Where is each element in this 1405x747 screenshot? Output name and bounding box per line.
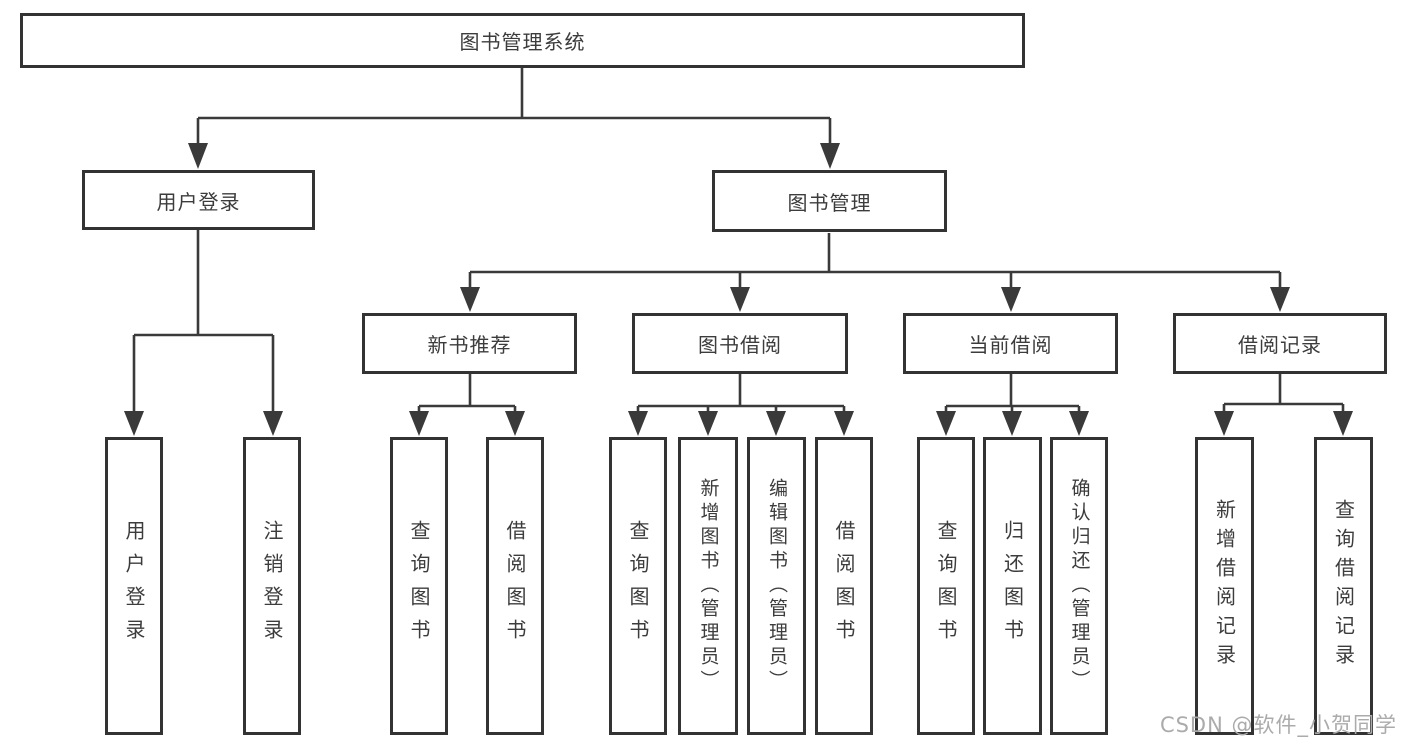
leaf-borrow-books: 借阅图书 bbox=[815, 437, 873, 735]
node-new-book-recommend: 新书推荐 bbox=[362, 313, 577, 374]
leaf-logout-label: 注销登录 bbox=[260, 520, 284, 652]
leaf-current-query-books: 查询图书 bbox=[917, 437, 975, 735]
leaf-user-login: 用户登录 bbox=[105, 437, 163, 735]
leaf-recommend-borrow-books: 借阅图书 bbox=[486, 437, 544, 735]
leaf-add-books-admin: 新增图书（管理员） bbox=[678, 437, 738, 735]
leaf-recommend-borrow-books-label: 借阅图书 bbox=[503, 520, 527, 652]
leaf-edit-books-admin-label: 编辑图书（管理员） bbox=[766, 478, 788, 694]
arrowheads bbox=[124, 143, 1353, 436]
leaf-add-borrow-record-label: 新增借阅记录 bbox=[1212, 499, 1237, 673]
node-book-borrow-label: 图书借阅 bbox=[698, 333, 782, 357]
leaf-edit-books-admin: 编辑图书（管理员） bbox=[747, 437, 806, 735]
leaf-confirm-return-admin: 确认归还（管理员） bbox=[1050, 437, 1108, 735]
watermark: CSDN @软件_小贺同学 bbox=[1159, 713, 1397, 737]
node-user-login-label: 用户登录 bbox=[156, 189, 241, 214]
leaf-logout: 注销登录 bbox=[243, 437, 301, 735]
node-root-system: 图书管理系统 bbox=[20, 13, 1025, 68]
node-book-management-label: 图书管理 bbox=[787, 190, 872, 215]
leaf-add-books-admin-label: 新增图书（管理员） bbox=[697, 478, 720, 694]
leaf-recommend-query-books-label: 查询图书 bbox=[407, 520, 431, 652]
node-book-borrow: 图书借阅 bbox=[632, 313, 848, 374]
leaf-confirm-return-admin-label: 确认归还（管理员） bbox=[1068, 478, 1091, 694]
leaf-add-borrow-record: 新增借阅记录 bbox=[1195, 437, 1254, 735]
node-current-borrow: 当前借阅 bbox=[903, 313, 1118, 374]
leaf-return-books: 归还图书 bbox=[983, 437, 1042, 735]
node-borrow-records: 借阅记录 bbox=[1173, 313, 1387, 374]
leaf-query-borrow-record-label: 查询借阅记录 bbox=[1331, 499, 1356, 673]
leaf-borrow-query-books: 查询图书 bbox=[609, 437, 667, 735]
node-borrow-records-label: 借阅记录 bbox=[1238, 333, 1322, 357]
leaf-recommend-query-books: 查询图书 bbox=[390, 437, 448, 735]
node-user-login: 用户登录 bbox=[82, 170, 315, 230]
node-new-book-recommend-label: 新书推荐 bbox=[427, 333, 512, 357]
leaf-borrow-books-label: 借阅图书 bbox=[832, 520, 856, 652]
node-book-management: 图书管理 bbox=[712, 170, 947, 232]
leaf-borrow-query-books-label: 查询图书 bbox=[626, 520, 650, 652]
leaf-user-login-label: 用户登录 bbox=[122, 520, 146, 652]
leaf-query-borrow-record: 查询借阅记录 bbox=[1314, 437, 1373, 735]
leaf-current-query-books-label: 查询图书 bbox=[934, 520, 958, 652]
node-current-borrow-label: 当前借阅 bbox=[968, 333, 1053, 357]
leaf-return-books-label: 归还图书 bbox=[1000, 520, 1025, 652]
node-root-label: 图书管理系统 bbox=[459, 30, 586, 54]
